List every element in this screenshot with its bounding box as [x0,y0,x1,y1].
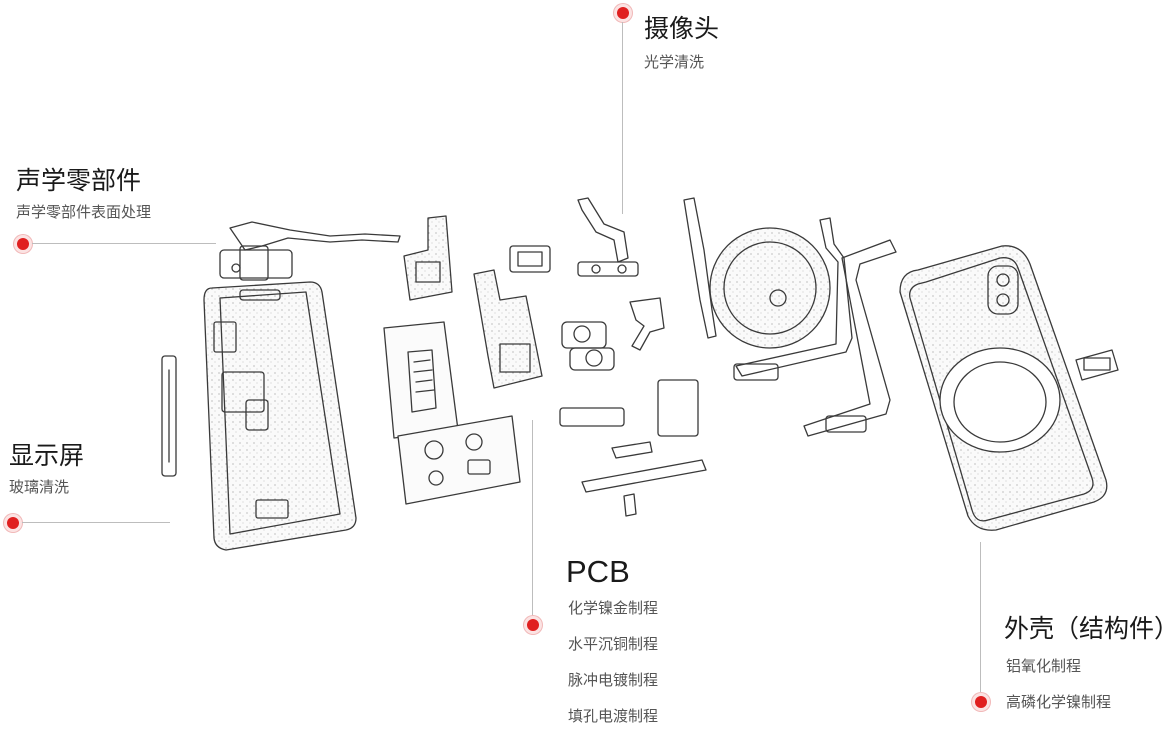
pcb-title: PCB [566,554,630,589]
camera-title: 摄像头 [644,14,720,43]
acoustic-item: 声学零部件表面处理 [16,203,152,221]
housing-title: 外壳（结构件） [1004,614,1169,643]
pcb-item-2: 水平沉铜制程 [568,635,659,653]
acoustic-leader-line [32,243,216,244]
housing-leader-line [980,542,981,692]
housing-item-2: 高磷化学镍制程 [1006,693,1112,711]
camera-flex-part [577,197,639,277]
long-flex-part [733,217,897,437]
battery-part-1 [383,321,459,439]
display-leader-line [22,522,170,523]
acoustic-title: 声学零部件 [16,166,142,195]
housing-item-1: 铝氧化制程 [1006,657,1082,675]
pcb-item-3: 脉冲电镀制程 [568,671,659,689]
acoustic-marker-dot [17,238,29,250]
pcb-item-1: 化学镍金制程 [568,599,659,617]
acoustic-flex-part [219,221,401,281]
housing-marker-dot [975,696,987,708]
sim-tray-part [1075,349,1119,381]
pcb-marker-dot [527,619,539,631]
display-marker-dot [7,517,19,529]
pcb-leader-line [532,420,533,616]
camera-module-part [561,321,615,371]
display-part [203,281,357,551]
button-strip-part [161,355,177,477]
display-item: 玻璃清洗 [9,478,70,496]
rear-housing-part [899,245,1108,531]
camera-leader-line [622,22,623,214]
sim-reader-part [509,245,551,273]
pcb-item-4: 填孔电渡制程 [568,707,659,725]
battery-part-2 [397,415,521,505]
camera-item: 光学清洗 [644,53,705,71]
charging-coil-part [683,197,831,349]
logic-board-part-1 [403,215,453,301]
camera-marker-dot [617,7,629,19]
logic-board-part-2 [473,269,543,389]
small-flex-part [559,297,707,517]
display-title: 显示屏 [9,441,85,470]
